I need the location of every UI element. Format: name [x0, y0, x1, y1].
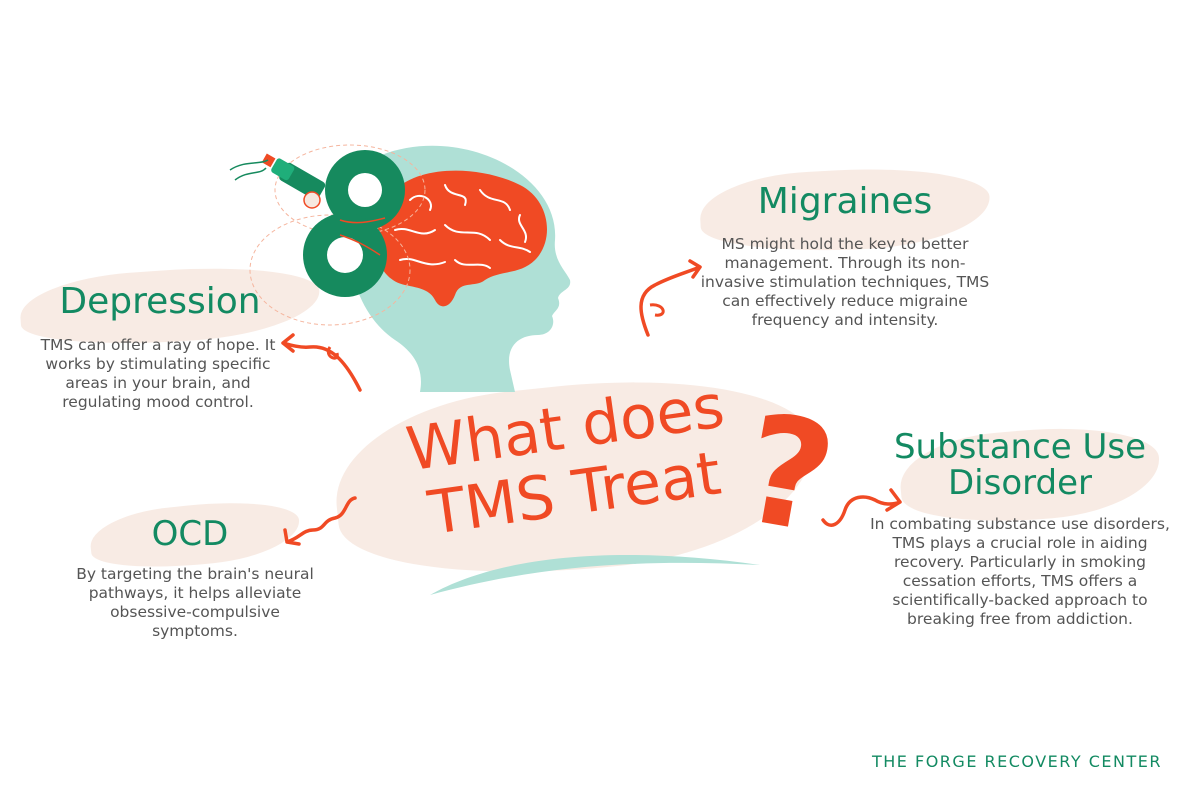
depression-body: TMS can offer a ray of hope. It works by… — [40, 336, 276, 411]
ocd-heading: OCD — [151, 514, 229, 554]
substance-heading-line2: Disorder — [947, 462, 1092, 503]
arrow-to-substance-icon — [821, 488, 902, 527]
migraines-body: MS might hold the key to better manageme… — [700, 235, 990, 329]
substance-body: In combating substance use disorders, TM… — [870, 515, 1170, 628]
arrow-to-depression-icon — [281, 333, 362, 392]
head-brain-tms-coil-icon — [229, 144, 571, 392]
arrow-to-migraines-icon — [639, 259, 702, 337]
migraines-heading: Migraines — [757, 181, 933, 222]
footer-brand: THE FORGE RECOVERY CENTER — [872, 752, 1162, 771]
depression-heading: Depression — [59, 281, 261, 322]
ocd-body: By targeting the brain's neural pathways… — [76, 565, 314, 640]
swoosh-decoration — [430, 555, 760, 595]
substance-heading: Substance Use Disorder — [875, 427, 1165, 503]
arrow-to-ocd-icon — [283, 496, 357, 546]
substance-heading-line1: Substance Use — [893, 427, 1147, 467]
